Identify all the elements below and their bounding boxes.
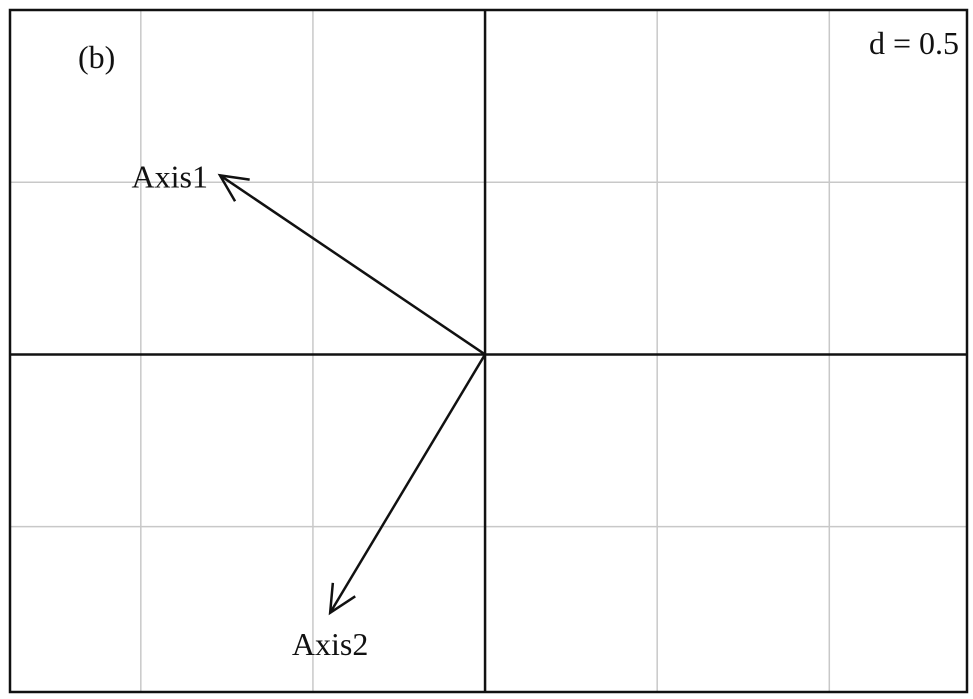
grid-lines — [10, 9, 967, 692]
plot-frame — [8, 8, 969, 694]
scale-label: d = 0.5 — [869, 25, 959, 61]
arrow-label-axis2: Axis2 — [292, 626, 368, 662]
arrow-head-axis1 — [217, 173, 250, 202]
panel-label: (b) — [78, 39, 115, 75]
arrow-shaft-axis2 — [329, 353, 487, 614]
origin-axes — [10, 10, 967, 692]
arrow-head-axis2 — [328, 582, 356, 616]
arrow-label-axis1: Axis1 — [132, 158, 208, 194]
arrow-shaft-axis1 — [219, 174, 486, 356]
